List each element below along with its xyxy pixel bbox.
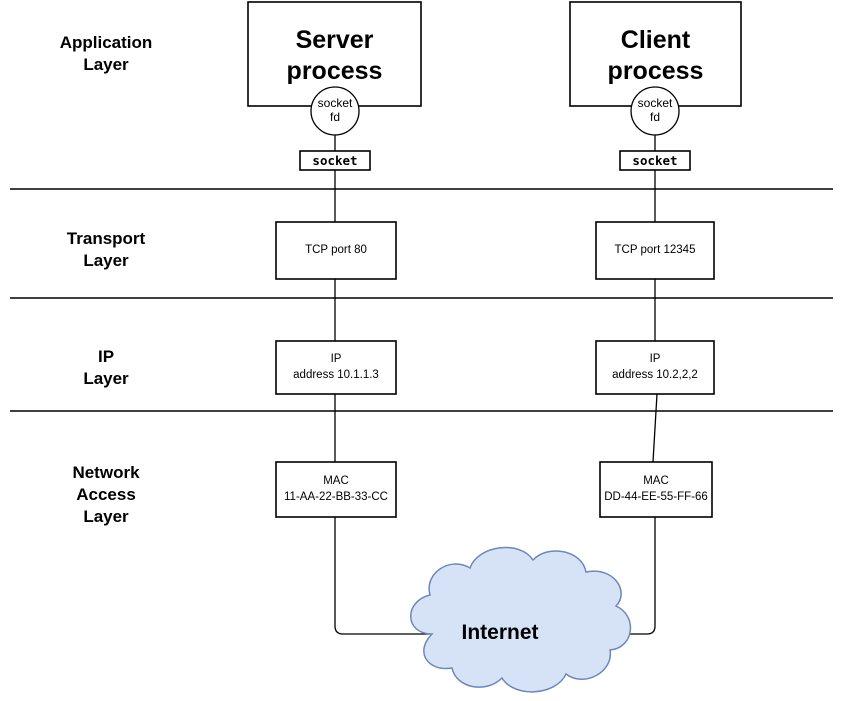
client-process-label: Client process	[607, 26, 704, 85]
client-mac-box	[599, 461, 713, 518]
client-socket-fd-circle	[630, 86, 680, 136]
server-socket-fd-label: socket fd	[317, 96, 353, 124]
layer-label-ip: IP Layer	[83, 347, 129, 388]
server-ip-box	[275, 340, 397, 395]
client-ip-label: IP address 10.2,2,2	[612, 353, 698, 381]
internet-cloud-label: Internet	[461, 621, 539, 644]
server-connector-mac-to-internet	[334, 517, 432, 635]
client-transport-label: TCP port 12345	[614, 244, 696, 256]
client-connector-mac-to-internet	[566, 517, 656, 635]
internet-cloud-shape	[410, 546, 632, 693]
server-socket-tag-label: socket	[312, 153, 358, 168]
client-ip-box	[595, 340, 715, 395]
client-connector-ip-to-mac	[652, 393, 658, 463]
client-socket-tag-box	[619, 150, 691, 171]
client-socket-tag-label: socket	[632, 153, 678, 168]
server-transport-box	[275, 221, 397, 280]
client-transport-box	[595, 221, 715, 280]
client-mac-label: MAC DD-44-EE-55-FF-66	[604, 475, 708, 503]
server-socket-fd-circle	[310, 86, 360, 136]
layer-label-application: Application Layer	[59, 33, 153, 74]
server-ip-label: IP address 10.1.1.3	[293, 353, 379, 381]
server-process-label: Server process	[286, 26, 383, 85]
layer-label-transport: Transport Layer	[66, 229, 146, 270]
server-mac-box	[275, 461, 397, 518]
server-mac-label: MAC 11-AA-22-BB-33-CC	[284, 475, 388, 503]
server-socket-tag-box	[299, 150, 371, 171]
client-socket-fd-label: socket fd	[637, 96, 673, 124]
server-transport-label: TCP port 80	[305, 244, 367, 256]
layer-label-network-access: Network Access Layer	[72, 463, 140, 526]
